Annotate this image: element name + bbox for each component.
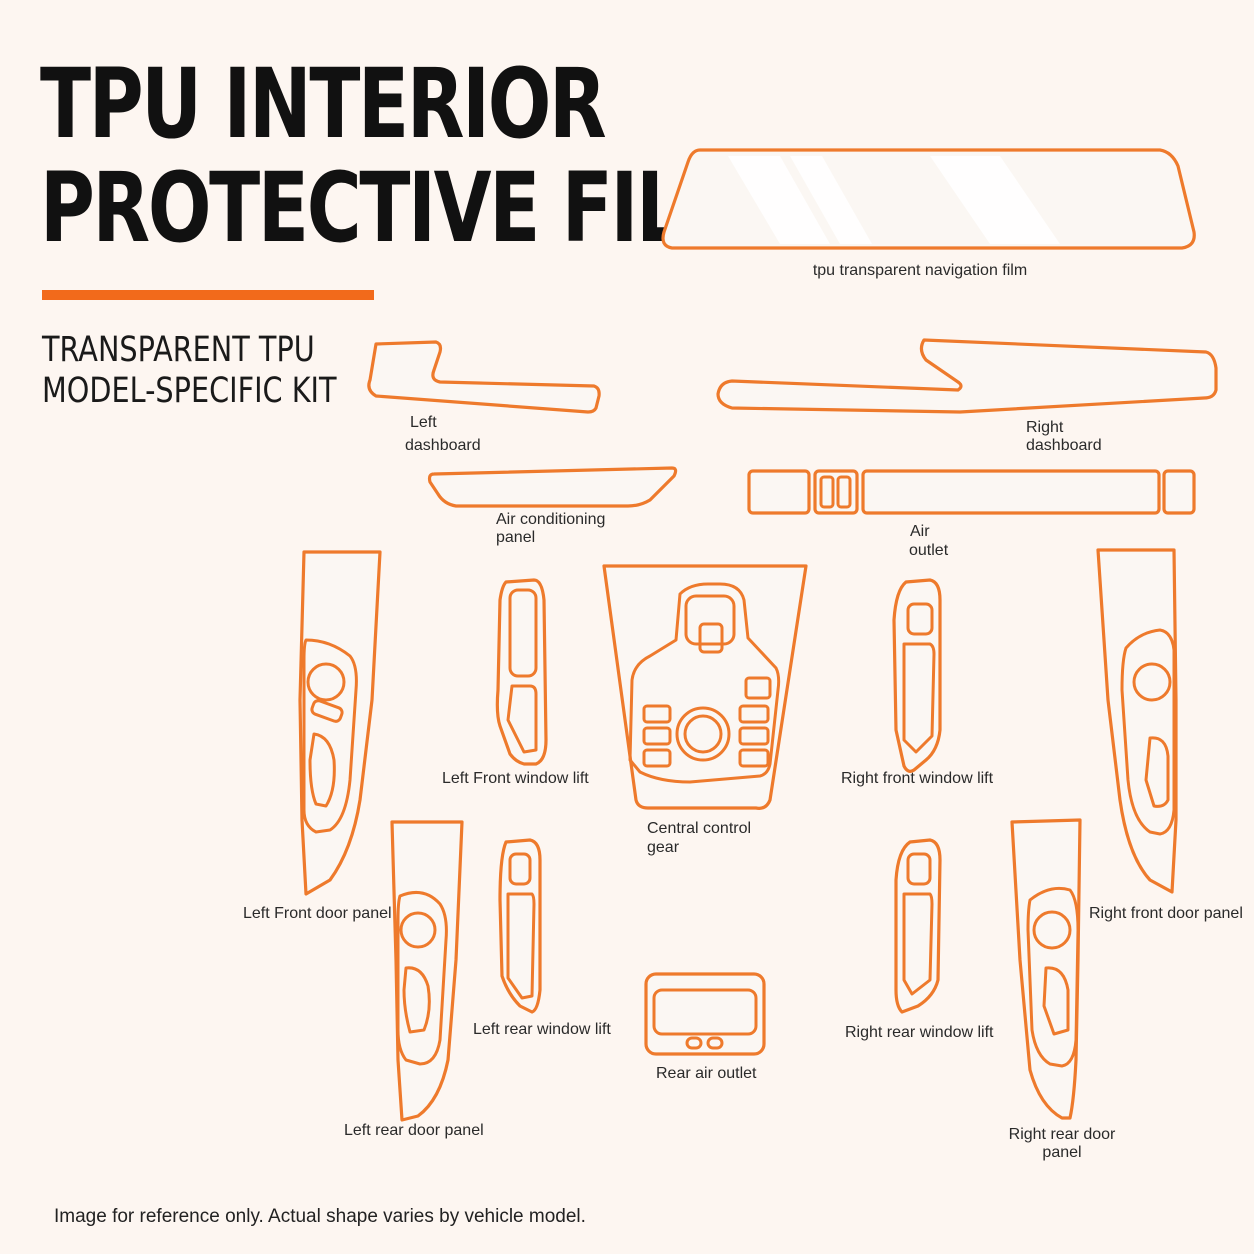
left-front-window-lift-shape [495,578,548,766]
air-outlet-shape [747,469,1196,515]
left-dashboard-label-line-1: Left [410,414,437,431]
subtitle-line-1: TRANSPARENT TPU [42,330,315,370]
left-rear-door-panel-shape [390,820,464,1122]
navigation-film-label: tpu transparent navigation film [812,262,1028,279]
navigation-film-shape [661,148,1196,250]
left-front-window-lift-label: Left Front window lift [442,770,589,787]
air-conditioning-panel-shape [427,466,678,508]
right-rear-door-panel-label-line-2: panel [1042,1144,1082,1161]
right-front-door-panel-shape [1096,548,1178,894]
title-line-2: PROTECTIVE FILM [40,152,756,264]
right-front-window-lift-shape [892,578,942,773]
rear-air-outlet-shape [644,972,766,1056]
air-outlet-label-line-2: outlet [909,542,949,559]
rear-air-outlet-label: Rear air outlet [656,1065,757,1082]
left-dashboard-label-line-2: dashboard [405,437,481,454]
right-rear-window-lift-label: Right rear window lift [845,1024,994,1041]
right-front-door-panel-label: Right front door panel [1089,905,1243,922]
central-control-gear-shape [602,564,808,810]
air-conditioning-panel-label-line-1: Air conditioning [496,511,606,528]
left-dashboard-shape [367,340,601,414]
right-rear-door-panel-label-line-1: Right rear door [1008,1126,1116,1143]
central-control-gear-label-line-2: gear [647,839,680,856]
page-title: TPU INTERIOR PROTECTIVE FILM [40,48,756,264]
right-rear-door-panel-shape [1010,818,1082,1120]
disclaimer-footnote: Image for reference only. Actual shape v… [54,1206,586,1227]
accent-bar [42,290,374,300]
air-outlet-label-line-1: Air [910,523,930,540]
left-rear-window-lift-label: Left rear window lift [473,1021,611,1038]
subtitle-line-2: MODEL-SPECIFIC KIT [42,371,337,411]
central-control-gear-label-line-1: Central control [647,820,752,837]
right-dashboard-label-line-2: dashboard [1026,437,1102,454]
air-conditioning-panel-label-line-2: panel [496,529,536,546]
left-rear-door-panel-label: Left rear door panel [344,1122,484,1139]
title-line-1: TPU INTERIOR [40,48,607,160]
subtitle: TRANSPARENT TPU MODEL-SPECIFIC KIT [42,330,337,412]
left-front-door-panel-shape [298,550,382,896]
right-front-window-lift-label: Right front window lift [841,770,994,787]
right-rear-window-lift-shape [894,838,942,1014]
left-rear-window-lift-shape [498,838,542,1014]
right-dashboard-label-line-1: Right [1026,419,1064,436]
left-front-door-panel-label: Left Front door panel [243,905,392,922]
right-dashboard-shape [716,338,1218,414]
